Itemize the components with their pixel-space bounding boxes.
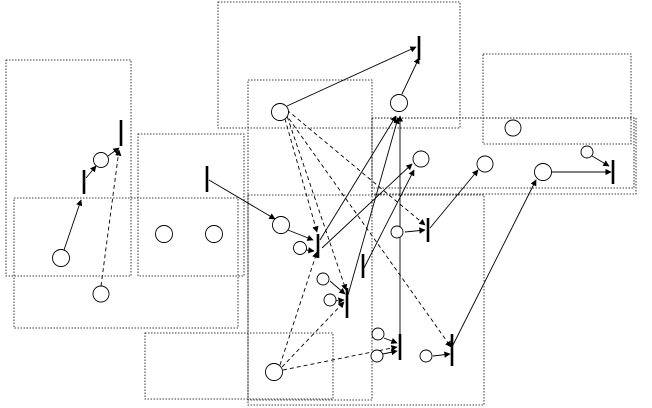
place <box>370 349 384 363</box>
place <box>272 216 290 234</box>
transitions <box>82 36 615 366</box>
place <box>476 155 494 173</box>
place <box>205 225 223 243</box>
arc <box>383 337 398 344</box>
place <box>534 163 552 181</box>
arc <box>279 251 319 366</box>
place <box>323 293 337 307</box>
arc <box>85 165 97 179</box>
arc <box>452 179 537 346</box>
arc <box>319 115 397 241</box>
arc <box>329 280 346 295</box>
region-box <box>371 117 635 189</box>
place <box>504 119 522 137</box>
place <box>271 103 289 121</box>
arc <box>382 349 398 356</box>
place <box>92 285 110 303</box>
region-box <box>5 59 132 277</box>
arc <box>100 149 122 287</box>
dashed-arcs <box>100 109 452 371</box>
place <box>293 241 307 255</box>
arc <box>284 112 452 348</box>
place <box>93 152 109 168</box>
place <box>580 145 594 159</box>
arc <box>591 155 610 167</box>
arc <box>284 109 348 291</box>
arc <box>286 109 426 226</box>
region-box <box>144 332 334 400</box>
arc <box>286 46 417 107</box>
arc <box>107 147 120 157</box>
arc <box>281 301 345 368</box>
region-box <box>482 53 632 145</box>
place <box>390 94 408 112</box>
place <box>155 225 173 243</box>
region-box <box>371 117 637 195</box>
arc <box>347 117 400 296</box>
place <box>316 272 330 286</box>
region-box <box>217 1 461 129</box>
place <box>412 150 430 168</box>
place <box>371 327 385 341</box>
arc <box>63 199 83 251</box>
place <box>419 349 433 363</box>
arc <box>363 169 415 269</box>
arc <box>208 179 276 220</box>
arc <box>429 169 479 229</box>
arc <box>305 247 315 254</box>
place <box>52 249 70 267</box>
region-box <box>13 197 239 329</box>
arc <box>287 229 314 241</box>
region-boxes <box>5 1 637 406</box>
arc <box>321 163 413 249</box>
region-box <box>247 194 485 406</box>
places <box>52 94 594 381</box>
arc <box>282 111 319 233</box>
arc <box>282 345 398 371</box>
region-box <box>137 133 245 277</box>
arc <box>404 227 426 234</box>
place <box>390 225 404 239</box>
arc <box>401 57 420 95</box>
place <box>265 363 283 381</box>
arc <box>432 351 451 358</box>
solid-arcs <box>63 46 612 358</box>
